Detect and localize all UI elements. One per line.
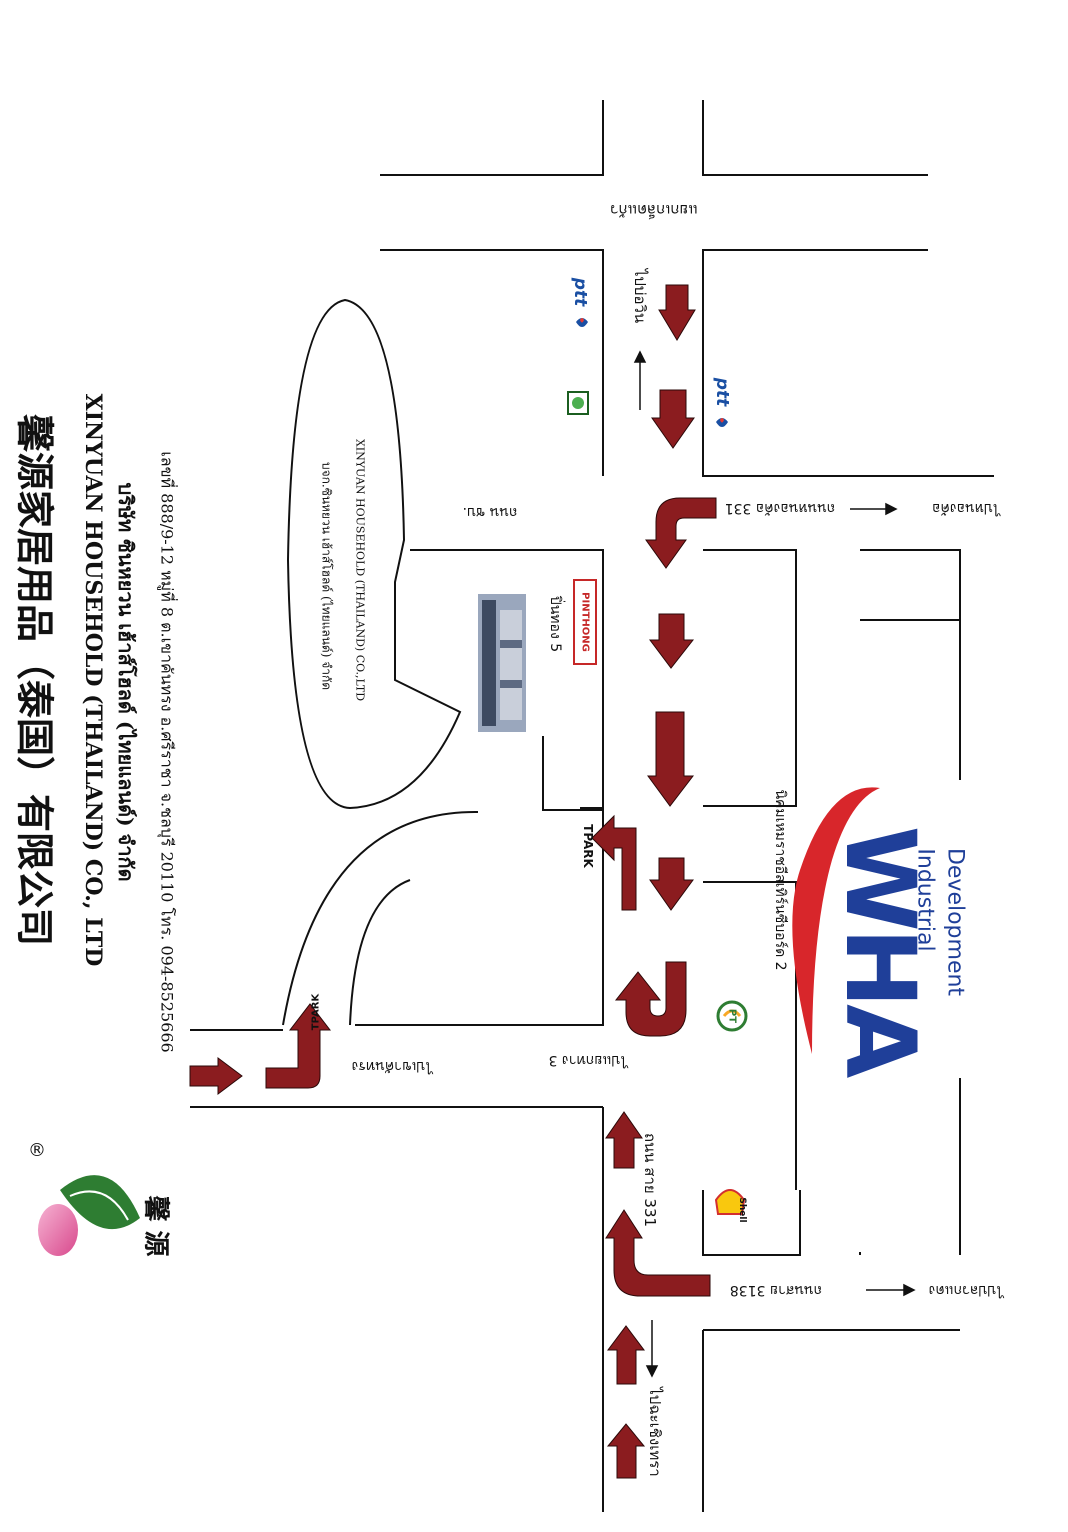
label-road-ch: ถนน ชบ. <box>462 504 518 520</box>
route-arrow-3 <box>649 613 695 669</box>
label-highway-331: ถนน สาย 331 <box>641 1132 659 1228</box>
label-pinthong-logo: PINTHONG <box>579 592 591 652</box>
route-arrows <box>189 284 717 1479</box>
road-block-c <box>380 249 604 476</box>
factory-photo <box>478 594 526 732</box>
road-block-b <box>702 100 928 176</box>
route-arrow-left-1 <box>189 1057 243 1095</box>
company-name-cn: 馨源家居用品（泰国）有限公司 <box>12 413 58 947</box>
xinyuan-logo <box>38 1175 140 1256</box>
company-name-en: XINYUAN HOUSEHOLD (THAILAND) CO., LTD <box>80 393 106 967</box>
label-to-nong-kho: ไปหนองค้อ <box>932 500 1000 516</box>
road-block-right-1 <box>703 549 797 807</box>
label-kaew-intersection: แยกเกล็ดแก้ว <box>610 201 698 219</box>
wha-swoosh <box>792 787 880 1054</box>
road-entrance-curve-2 <box>282 810 479 1026</box>
route-arrow-8 <box>606 1423 646 1479</box>
road-block-right-2 <box>703 881 797 1190</box>
route-arrow-331-turn <box>605 1209 711 1297</box>
shell-logo <box>714 1189 746 1215</box>
pinthong-sign <box>573 579 597 665</box>
label-to-khao-khan-song: ไปเขาคันทรง <box>351 1058 433 1074</box>
road-block-right-4 <box>860 549 961 621</box>
callout-balloon <box>286 298 462 810</box>
label-shell: Shell <box>737 1197 747 1223</box>
label-wha-development: Development <box>942 847 968 997</box>
label-road-331-turn: ถนนหนองค้อ 331 <box>724 500 836 516</box>
label-to-chachoengsao: ไปฉะเชิงเทรา <box>646 1387 664 1477</box>
callout-line-th: บจก.ซินหยวน เฮ้าส์โฮลด์ (ไทยแลนด์) จำกัด <box>319 461 334 691</box>
route-arrow-6 <box>605 1111 643 1169</box>
road-main-left <box>355 807 604 1026</box>
label-pinthong: ปิ่นทอง 5 <box>547 595 563 653</box>
arrow-to-nong-kho-head <box>885 502 898 516</box>
arrow-to-pluak-daeng-head <box>903 1283 916 1297</box>
road-entrance-curve <box>349 879 411 1026</box>
callout-line-en: XINYUAN HOUSEHOLD (THAILAND) CO.,LTD <box>353 438 367 702</box>
company-name-th: บริษัท ซินหยวน เฮ้าส์โฮลด์ (ไทยแลนด์) จำ… <box>114 482 138 882</box>
route-arrow-5 <box>649 857 694 911</box>
logo-text: 馨 源 <box>140 1195 171 1257</box>
label-ptt-1: ptt <box>570 277 590 307</box>
label-tpark-1: TPARK <box>581 824 595 868</box>
road-block-a <box>380 100 604 176</box>
label-pt: PT <box>726 1008 738 1024</box>
route-arrow-1 <box>658 284 696 341</box>
route-arrow-4 <box>647 711 695 807</box>
label-to-bo-win: ไปบ่อวิน <box>631 268 649 324</box>
label-to-pluak-daeng: ไปปลวกแดง <box>928 1282 1004 1298</box>
road-lines <box>190 100 994 1512</box>
road-block-d <box>702 249 994 477</box>
route-arrow-tpark-turn <box>591 814 637 911</box>
arrow-to-bo-win-head <box>633 350 647 363</box>
logo-registered-mark: ® <box>28 1140 46 1161</box>
arrow-to-chachoengsao-head <box>645 1365 659 1378</box>
thin-arrows <box>633 350 916 1378</box>
label-tpark-2: TPARK <box>310 993 322 1031</box>
route-arrow-left-turn <box>265 1003 332 1089</box>
route-arrow-7 <box>607 1325 645 1385</box>
label-to-intersection-3: ไปแยกทาง 3 <box>548 1052 628 1068</box>
pt-logo <box>716 1000 748 1032</box>
station-logo <box>567 391 589 415</box>
label-eastern-seaboard: นิคมเหมราชอีสเทิร์นซีบอร์ด 2 <box>772 789 788 971</box>
route-arrow-uturn-bottom <box>614 961 687 1037</box>
route-arrow-2 <box>651 389 695 449</box>
label-wha-industrial: Industrial <box>912 848 938 952</box>
company-address: เลขที่ 888/9-12 หมู่ที่ 8 ต.เขาคันทรง อ.… <box>157 451 177 1053</box>
label-ptt-2: ptt <box>712 377 732 407</box>
road-block-right-3 <box>702 1190 801 1256</box>
label-road-3138: ถนนสาย 3138 <box>729 1282 823 1298</box>
ptt-marks <box>576 318 728 427</box>
route-arrow-uturn-top <box>645 497 717 569</box>
